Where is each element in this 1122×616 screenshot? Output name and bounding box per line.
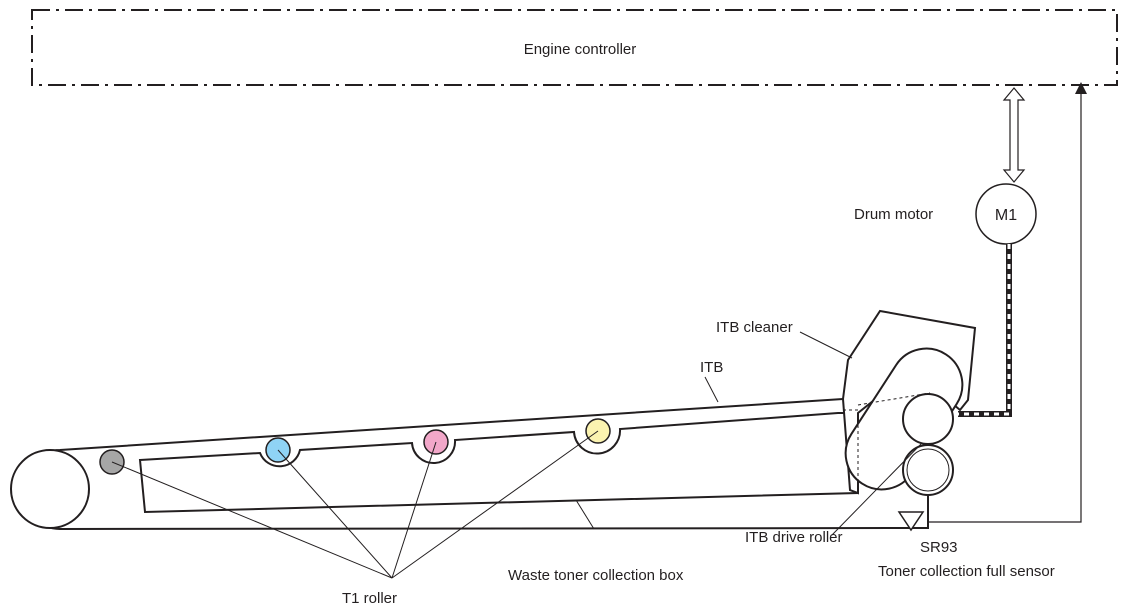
drum-motor-label: Drum motor xyxy=(854,206,933,223)
left-roller xyxy=(10,449,90,529)
itb-drive-roller xyxy=(902,393,954,496)
itb-label: ITB xyxy=(700,359,723,376)
engine-controller-label: Engine controller xyxy=(524,41,637,58)
waste-box-label: Waste toner collection box xyxy=(508,567,684,584)
itb-cleaner-label: ITB cleaner xyxy=(716,319,793,336)
engine-controller-box: Engine controller xyxy=(31,9,1118,86)
controller-motor-link xyxy=(1002,87,1026,183)
waste-toner-box xyxy=(138,412,859,514)
toner-full-sensor-label: Toner collection full sensor xyxy=(878,563,1055,580)
sensor-signal-line xyxy=(911,82,1087,523)
sensor-id-label: SR93 xyxy=(920,539,958,556)
drum-motor: M1 Drum motor xyxy=(854,183,1037,245)
itb-drive-roller-label: ITB drive roller xyxy=(745,529,843,546)
leader-lines xyxy=(111,331,923,579)
toner-full-sensor xyxy=(897,511,925,532)
drive-shaft xyxy=(958,244,1012,417)
t1-roller-label: T1 roller xyxy=(342,590,397,607)
motor-id-label: M1 xyxy=(995,207,1017,224)
